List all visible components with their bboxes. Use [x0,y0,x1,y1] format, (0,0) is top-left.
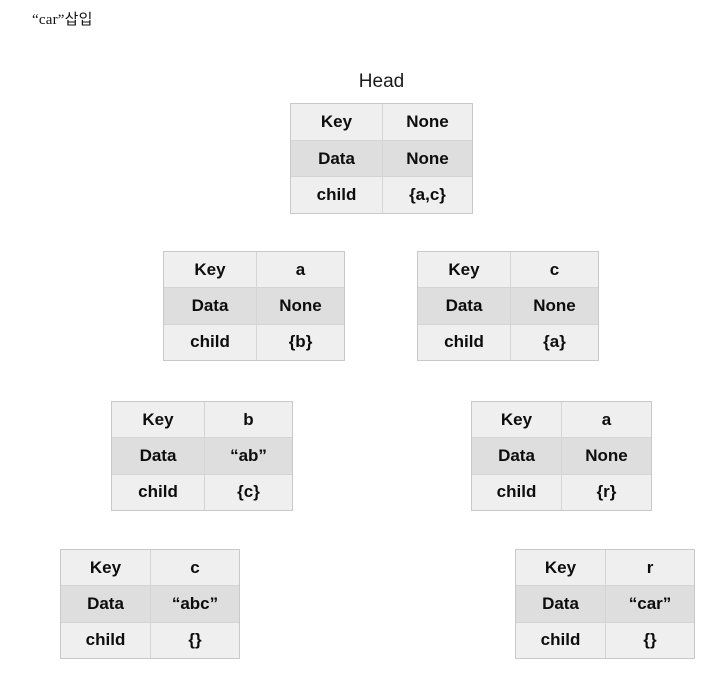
node-field-label-child: child [112,474,205,510]
node-row-child: child {a} [418,324,598,360]
node-row-child: child {c} [112,474,292,510]
node-row-data: Data “ab” [112,438,292,475]
caption-text: “car”삽입 [32,12,93,28]
node-field-value-data: None [585,445,628,465]
node-field-value-key: c [549,259,560,279]
node-row-key: Key c [61,550,239,587]
node-field-label-key: Key [61,550,151,586]
node-field-label-key: Key [472,402,562,438]
node-field-label-key: Key [112,402,205,438]
node-field-label-key: Key [418,252,511,288]
node-row-data: Data “abc” [61,586,239,623]
node-row-key: Key b [112,402,292,439]
node-field-value-key: a [601,409,612,429]
node-field-label-child: child [291,177,383,214]
node-row-data: Data None [418,288,598,325]
node-field-label-data: Data [472,438,562,474]
node-field-label-data: Data [112,438,205,474]
node-field-value-key: r [646,557,654,577]
node-field-value-child: {a,c} [409,185,446,205]
node-field-value-child: {c} [237,482,260,502]
node-field-value-child: {} [643,630,657,650]
node-row-data: Data None [291,140,472,178]
node-field-label-key: Key [164,252,257,288]
node-field-value-data: “car” [628,593,672,613]
node-field-value-child: {a} [543,332,566,352]
node-field-value-child: {b} [288,332,313,352]
node-row-key: Key r [516,550,694,587]
node-field-label-child: child [164,324,257,360]
node-field-label-child: child [418,324,511,360]
node-field-value-data: None [279,295,322,315]
node-row-child: child {} [61,622,239,658]
node-row-data: Data None [472,438,651,475]
node-field-value-key: b [243,409,254,429]
node-row-child: child {b} [164,324,344,360]
node-field-value-child: {} [188,630,202,650]
node-field-label-child: child [61,622,151,658]
node-field-label-data: Data [291,140,383,177]
node-field-value-key: c [190,557,200,577]
node-field-value-data: None [533,295,576,315]
node-row-child: child {r} [472,474,651,510]
node-field-label-child: child [472,474,562,510]
node-row-data: Data None [164,288,344,325]
node-field-label-data: Data [516,586,606,622]
node-field-label-data: Data [164,288,257,324]
node-field-value-data: “ab” [230,445,267,465]
node-row-child: child {a,c} [291,177,472,214]
node-field-value-key: None [406,111,449,131]
node-field-value-data: “abc” [171,593,219,613]
node-field-label-key: Key [516,550,606,586]
node-row-key: Key a [472,402,651,439]
node-row-key: Key None [291,104,472,141]
node-row-key: Key a [164,252,344,289]
node-field-label-data: Data [418,288,511,324]
node-field-label-key: Key [291,104,383,140]
node-field-label-child: child [516,622,606,658]
node-row-child: child {} [516,622,694,658]
node-field-value-key: a [295,259,306,279]
node-field-value-data: None [406,148,449,168]
head-label: Head [358,71,405,92]
node-field-value-child: {r} [596,482,617,502]
node-row-data: Data “car” [516,586,694,623]
node-field-label-data: Data [61,586,151,622]
node-row-key: Key c [418,252,598,289]
